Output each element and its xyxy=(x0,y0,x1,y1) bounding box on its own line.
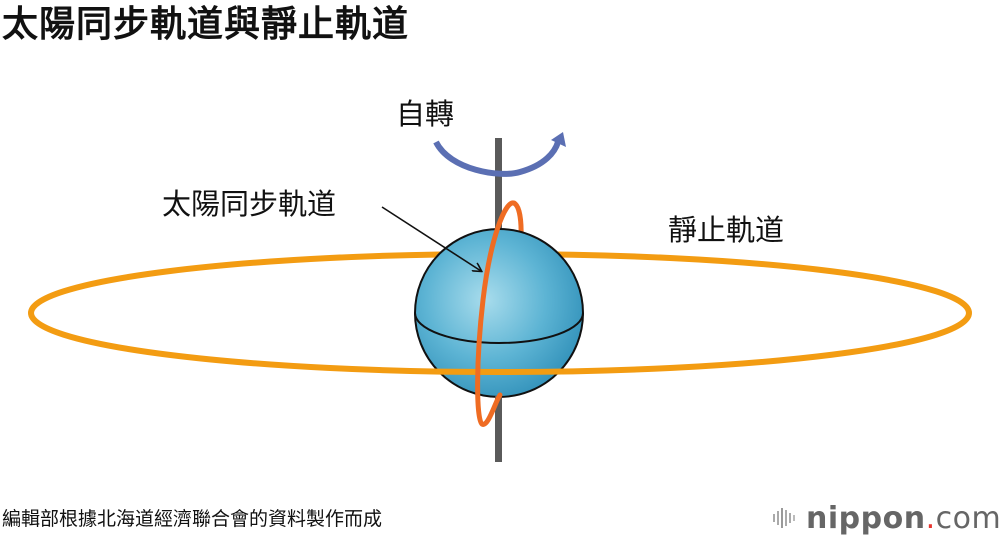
geostationary-orbit-label: 靜止軌道 xyxy=(668,213,785,247)
rotation-axis-bottom xyxy=(495,396,502,462)
rotation-arrow-head xyxy=(551,132,566,147)
nippon-logo: nippon.com xyxy=(772,500,1000,536)
sun-sync-orbit-label: 太陽同步軌道 xyxy=(162,187,337,221)
logo-dot: . xyxy=(925,500,936,536)
sun-sync-pointer-arrow xyxy=(381,206,481,271)
geostationary-orbit-front xyxy=(28,312,972,375)
sound-bars-icon xyxy=(773,508,795,528)
rotation-axis-top xyxy=(495,138,502,248)
logo-tld: com xyxy=(935,500,1000,536)
logo-name: nippon xyxy=(806,500,926,536)
page-title: 太陽同步軌道與靜止軌道 xyxy=(2,4,410,45)
sun-sync-orbit-front xyxy=(475,200,517,427)
rotation-label: 自轉 xyxy=(396,97,455,131)
rotation-arrow xyxy=(433,140,561,177)
source-note: 編輯部根據北海道經濟聯合會的資料製作而成 xyxy=(2,508,383,530)
equator-line xyxy=(414,312,584,344)
